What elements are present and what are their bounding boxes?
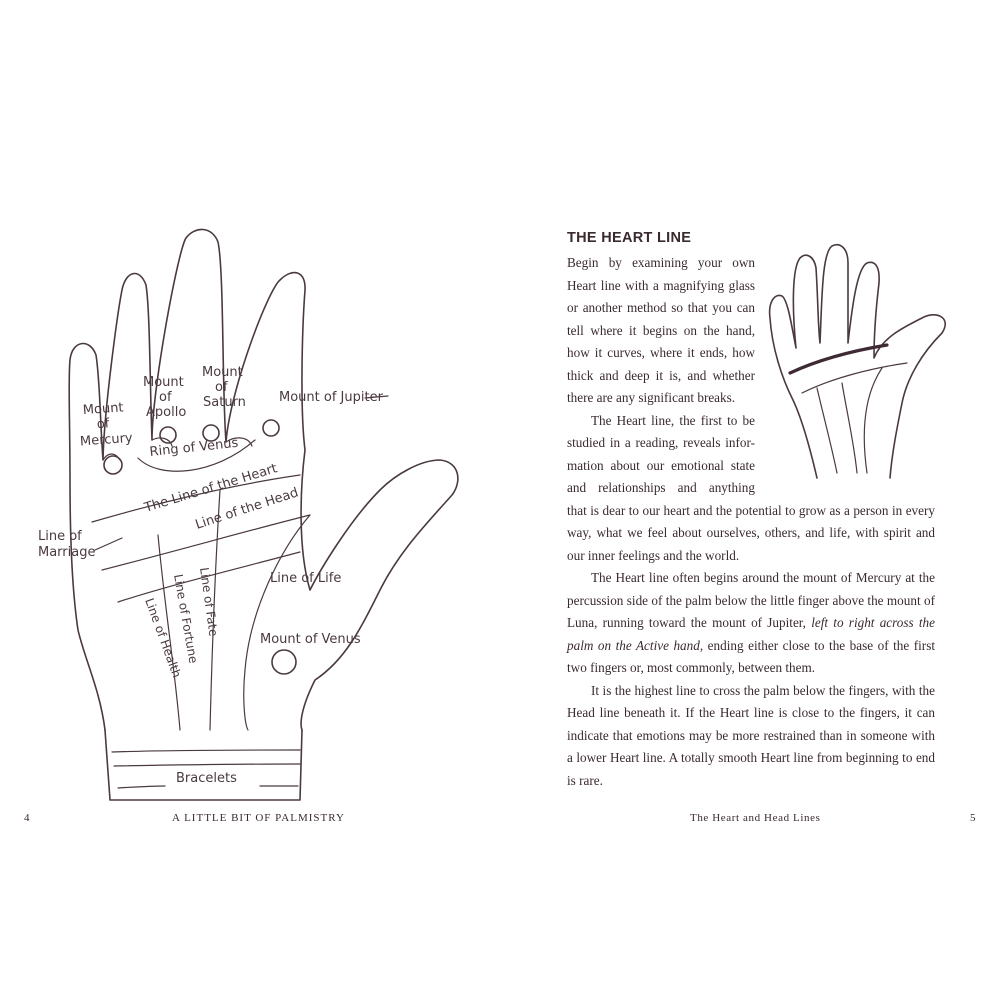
right-page: THE HEART LINE Begin by examining your o… [500,150,1000,850]
paragraph-3-emphasis: left to right across the palm on the Act… [567,615,936,653]
paragraph-3-text-a: The Heart line often begins around the m… [567,570,935,630]
paragraph-4: It is the highest line to cross the palm… [567,682,935,788]
running-head-left: A LITTLE BIT OF PALMISTRY [172,812,345,824]
label-line-of-marriage: Line of Marriage [38,529,95,560]
head-line-lower [117,551,301,603]
text-line: or another method so that you can [567,300,755,315]
mount-apollo-circle [159,426,177,444]
mount-venus-circle [271,649,297,675]
heart-line-hand-illustration [768,244,946,479]
fate-line [209,489,221,731]
small-hand-line [841,382,858,474]
label-mount-jupiter: Mount of Jupiter [279,390,384,405]
text-line: Begin by examining your own [567,255,755,270]
label-mount-apollo: Mount of Apollo [143,375,188,420]
small-hand-line [801,362,908,394]
section-heading: THE HEART LINE [567,230,692,246]
heart-line [91,474,301,523]
hand-outline [68,228,459,731]
palmistry-hand-diagram: Mount of Mercury Mount of Apollo Mount o… [38,228,459,801]
mount-mercury-circle [103,455,123,475]
text-line: tell where it begins on the hand, [567,322,755,338]
left-page: Mount of Mercury Mount of Apollo Mount o… [0,150,500,850]
label-line-of-fate: Line of Fate [197,566,221,637]
paragraph-2-continued: that is dear to our heart and the potent… [567,502,935,563]
text-line: Heart line with a magnifying glass [567,277,755,293]
text-line: mation about our emotional state [567,457,755,473]
paragraph-3-text-b: ending either close to the base of the f… [567,637,935,676]
heart-line-highlight [788,343,889,375]
wrist-outline [104,729,303,801]
label-line-of-life: Line of Life [270,571,341,586]
label-mount-of-venus: Mount of Venus [260,632,361,647]
small-hand-line [816,387,838,474]
label-ring-of-venus: Ring of Venus [149,436,239,460]
text-line: how it curves, where it ends, how [567,345,755,360]
mount-saturn-circle [202,424,220,442]
small-hand-line [863,367,883,474]
text-line: studied in a reading, reveals infor- [567,435,755,450]
life-line [243,514,311,731]
page-number-left: 4 [24,812,30,824]
label-mount-saturn: Mount of Saturn [202,365,247,410]
bracelet-line [117,785,299,789]
marriage-line [94,537,123,551]
label-mount-mercury: Mount of Mercury [77,400,133,450]
text-line: there are any significant breaks. [567,390,736,405]
bracelet-line [111,749,301,753]
mount-jupiter-circle [262,419,280,437]
head-line [101,514,311,571]
paragraph-3: The Heart line often begins around the m… [567,567,935,680]
text-line: and relationships and anything [567,480,755,495]
ring-of-venus-line [137,439,256,472]
text-line: thick and deep it is, and whether [567,367,755,383]
running-head-right: The Heart and Head Lines [690,812,821,824]
page-number-right: 5 [970,812,976,824]
text-line: The Heart line, the first to be [591,412,755,428]
label-bracelets: Bracelets [176,771,237,786]
bracelet-line [113,763,301,767]
body-text: Begin by examining your own Heart line w… [567,252,935,792]
paragraph-2: The Heart line, the first to be studied … [567,410,935,500]
small-hand-outline [768,244,946,479]
book-spread: Mount of Mercury Mount of Apollo Mount o… [0,150,1000,850]
finger-crease [151,437,173,447]
fortune-line [157,534,181,731]
jupiter-leader-line [364,395,389,399]
paragraph-1: Begin by examining your own Heart line w… [567,252,935,410]
